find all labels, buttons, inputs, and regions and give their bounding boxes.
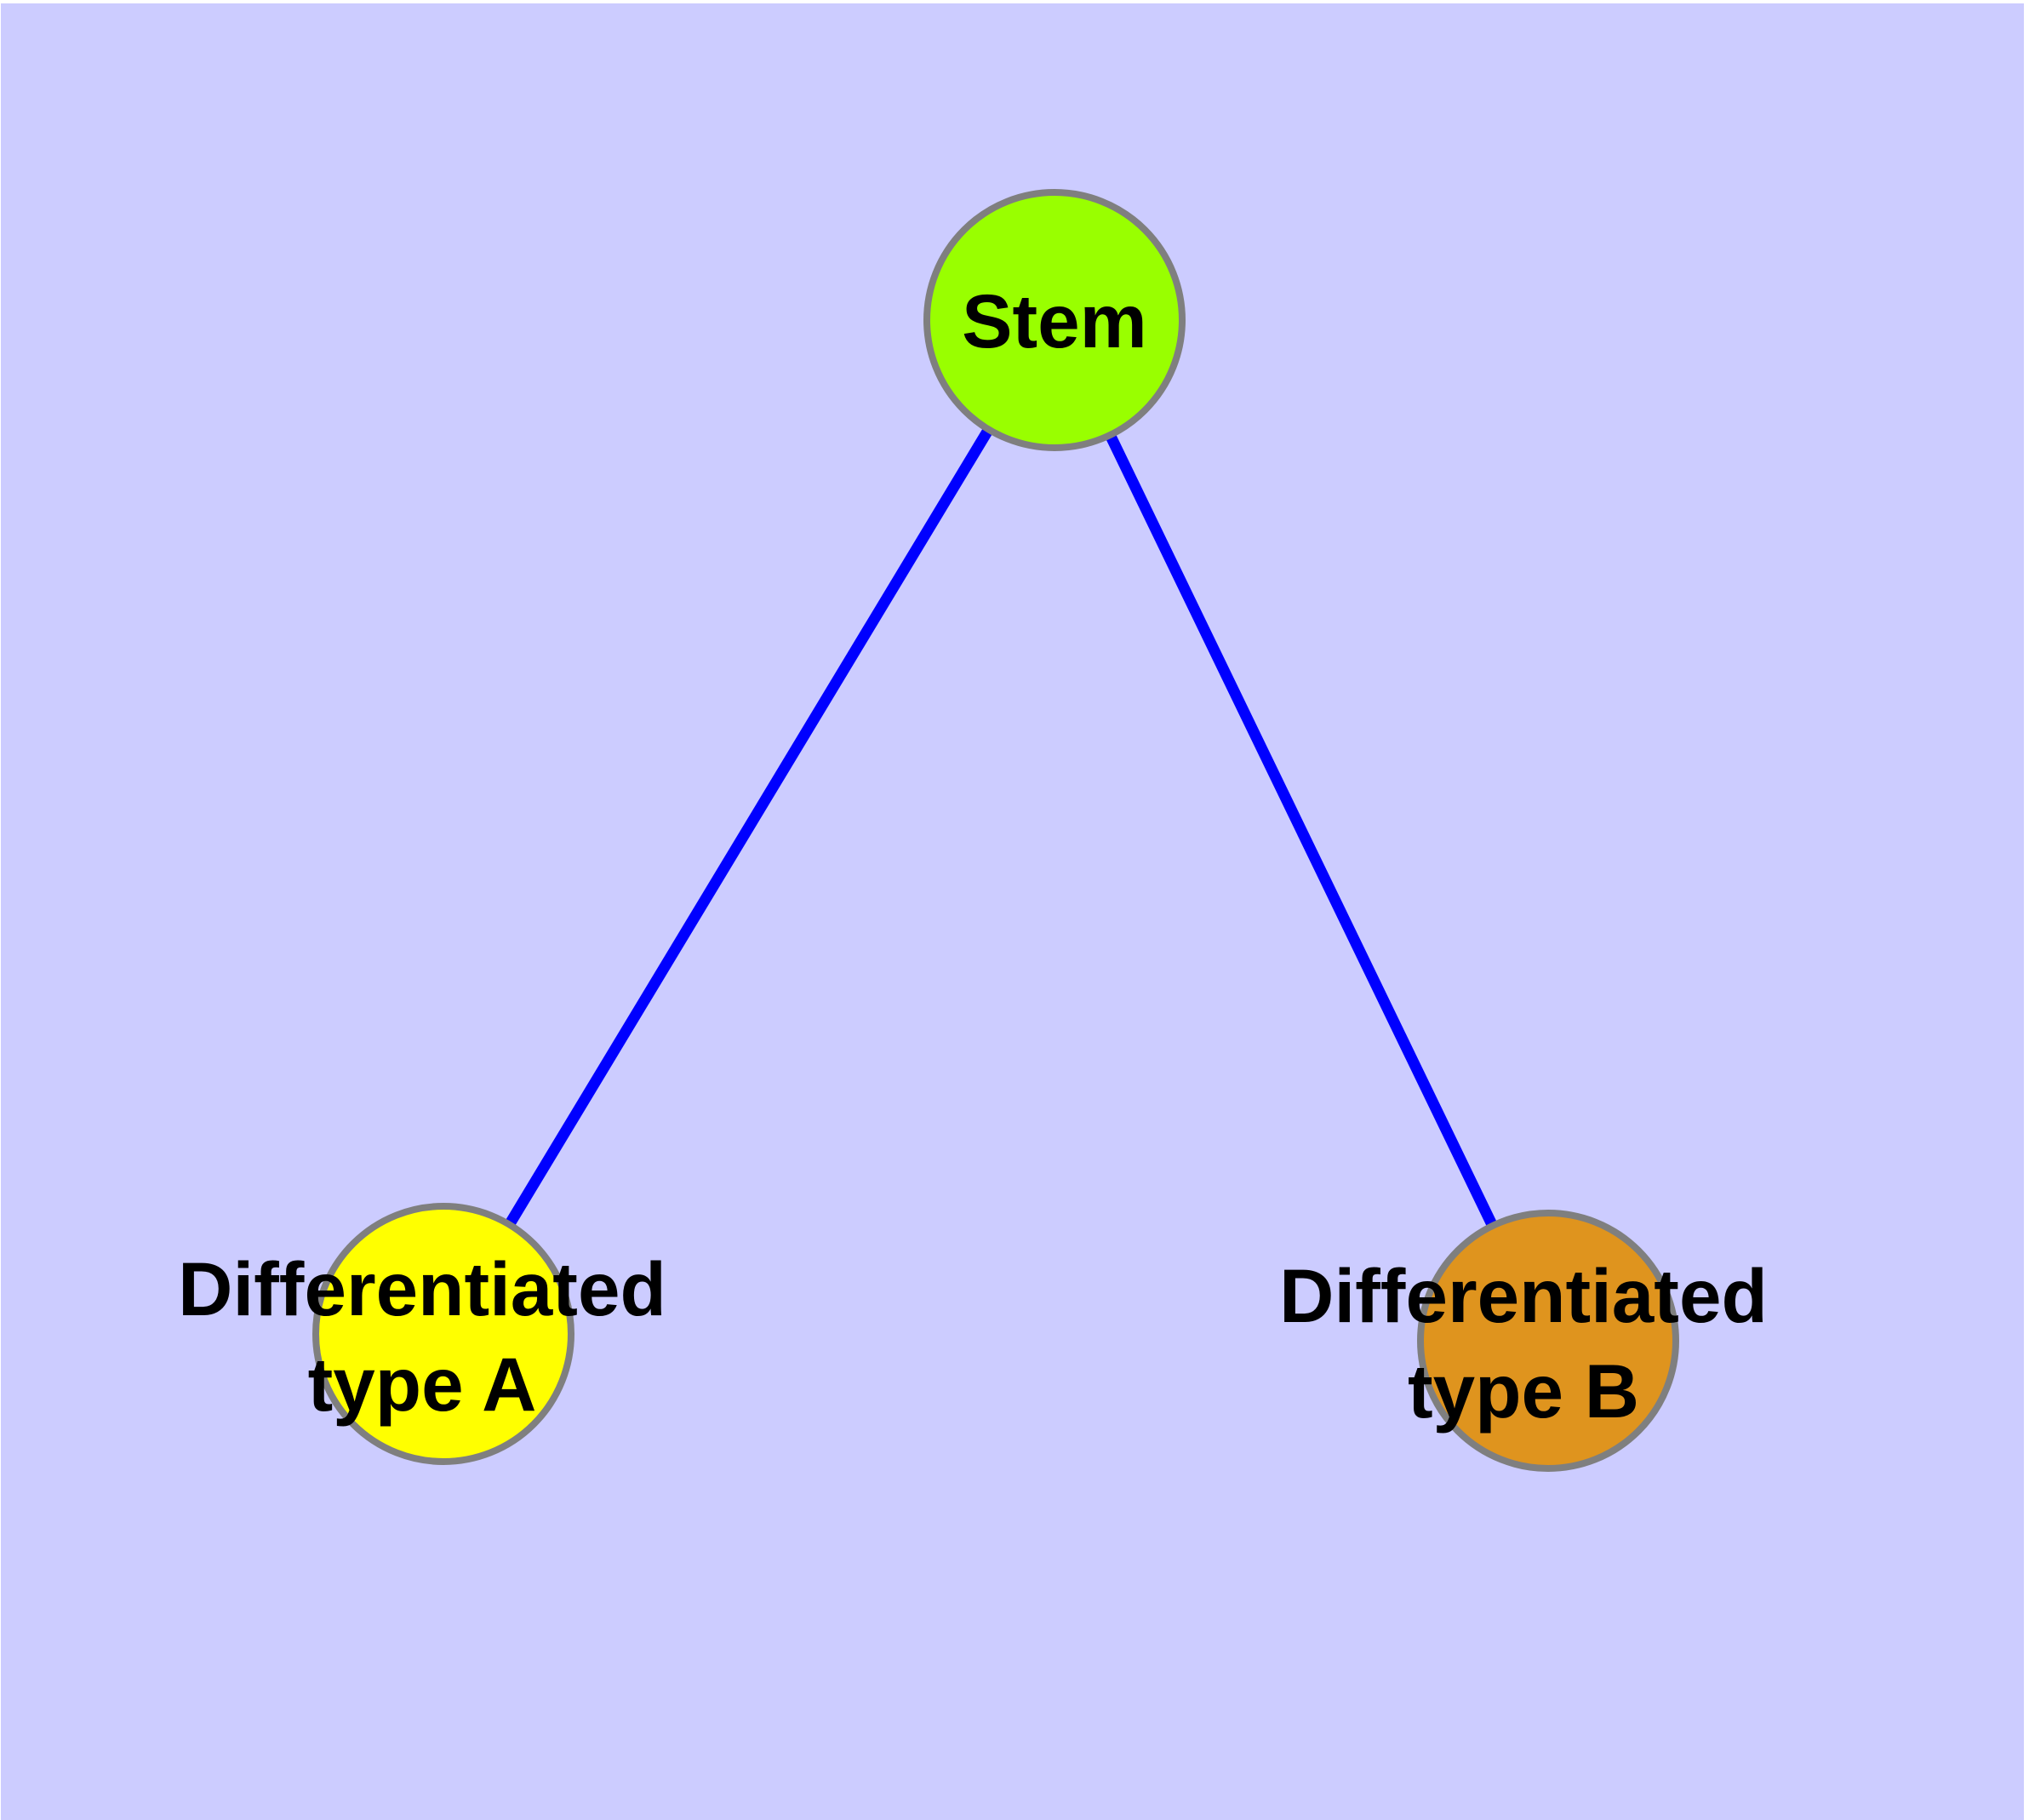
node-stem bbox=[923, 189, 1186, 451]
edge-stem-to-type-a bbox=[438, 317, 1060, 1337]
node-type-a-label-line1: Differentiated bbox=[178, 1246, 666, 1331]
node-differentiated-type-b bbox=[1417, 1210, 1679, 1472]
node-type-b-label-line2: type B bbox=[1408, 1348, 1639, 1434]
node-type-b-label-line1: Differentiated bbox=[1279, 1253, 1768, 1338]
edge-stem-to-type-b bbox=[1049, 318, 1553, 1343]
node-differentiated-type-a bbox=[312, 1203, 574, 1465]
node-stem-label: Stem bbox=[962, 278, 1147, 363]
node-type-a-label-line2: type A bbox=[308, 1342, 537, 1427]
